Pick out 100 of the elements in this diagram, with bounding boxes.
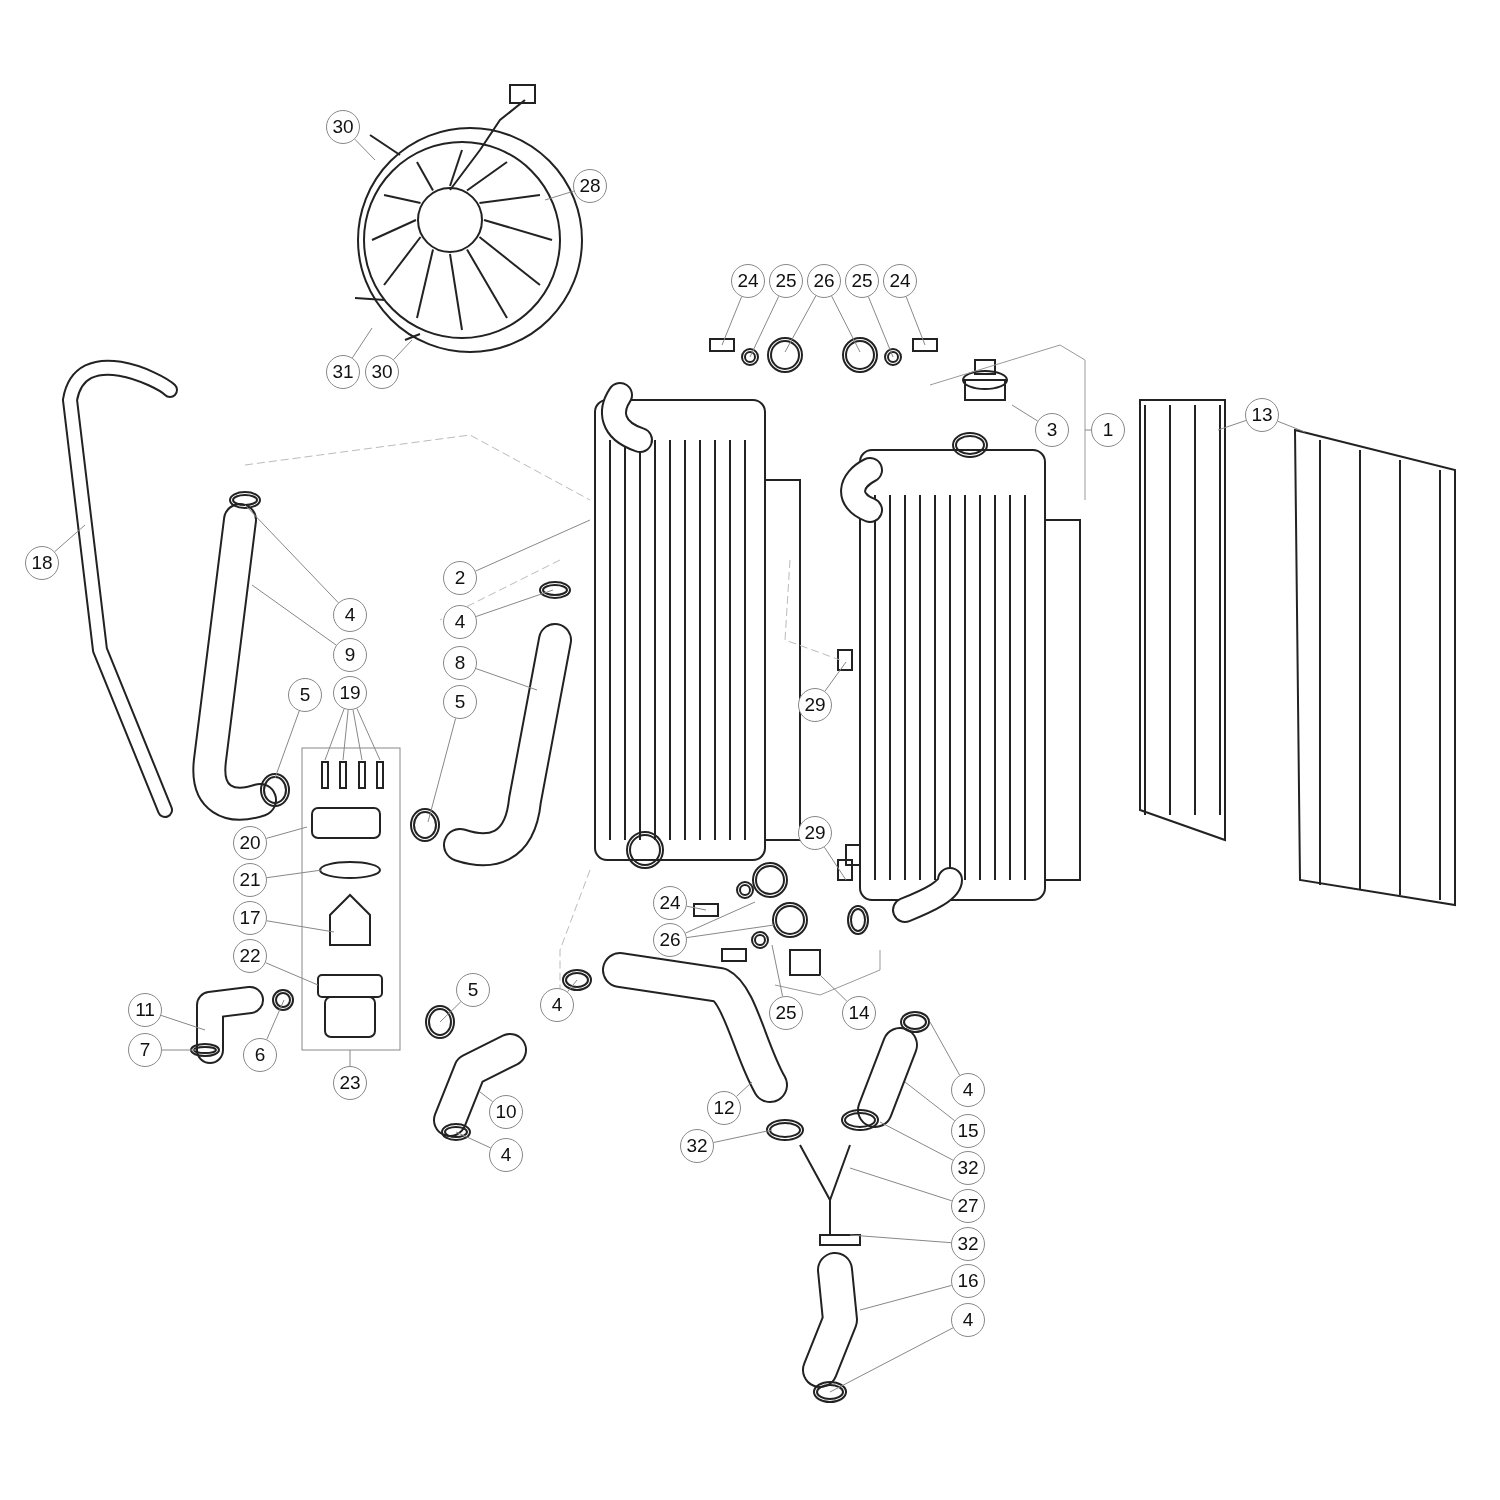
leader-line <box>824 661 847 692</box>
leader-line <box>427 717 457 823</box>
callout-number: 14 <box>842 996 876 1030</box>
leader-line <box>1011 404 1039 422</box>
leader-line <box>905 296 926 346</box>
callout-number: 4 <box>951 1073 985 1107</box>
leader-line <box>266 999 285 1040</box>
leader-line <box>819 974 848 1002</box>
leader-line <box>266 920 335 933</box>
leader-line <box>54 524 86 553</box>
leader-line <box>393 339 413 361</box>
leader-line <box>713 1129 773 1143</box>
leader-line <box>342 709 349 761</box>
leader-line <box>929 1021 961 1076</box>
callout-number: 24 <box>653 886 687 920</box>
callout-number: 15 <box>951 1114 985 1148</box>
leader-line <box>544 190 575 201</box>
leader-line <box>324 708 345 761</box>
leader-line <box>356 708 381 761</box>
callout-number: 20 <box>233 826 267 860</box>
leader-line <box>849 1234 952 1244</box>
leader-line <box>1217 420 1247 431</box>
leader-line <box>455 1131 492 1149</box>
leader-line <box>479 1091 493 1103</box>
leader-line <box>439 1001 462 1023</box>
callout-number: 25 <box>845 264 879 298</box>
leader-line <box>686 924 775 939</box>
callout-number: 6 <box>243 1038 277 1072</box>
leader-line <box>274 710 300 779</box>
callout-number: 26 <box>653 923 687 957</box>
callout-number: 4 <box>333 598 367 632</box>
callout-number: 4 <box>489 1138 523 1172</box>
callout-number: 28 <box>573 169 607 203</box>
callout-number: 13 <box>1245 398 1279 432</box>
leader-line <box>475 519 591 572</box>
callout-number: 12 <box>707 1091 741 1125</box>
leader-line <box>685 901 756 934</box>
callout-number: 7 <box>128 1033 162 1067</box>
leader-line <box>749 295 780 358</box>
callout-number: 4 <box>951 1303 985 1337</box>
callout-number: 31 <box>326 355 360 389</box>
leader-line <box>567 979 578 993</box>
leader-line <box>475 668 538 691</box>
leader-line <box>686 905 707 911</box>
leader-line <box>251 584 337 646</box>
leader-line <box>1277 420 1306 433</box>
callout-number: 5 <box>443 685 477 719</box>
callout-number: 23 <box>333 1066 367 1100</box>
callout-number: 32 <box>680 1129 714 1163</box>
callout-number: 19 <box>333 676 367 710</box>
leader-line <box>784 295 817 353</box>
callout-number: 11 <box>128 993 162 1027</box>
callout-number: 1 <box>1091 413 1125 447</box>
callout-number: 25 <box>769 996 803 1030</box>
callout-number: 8 <box>443 646 477 680</box>
callout-number: 4 <box>443 605 477 639</box>
leader-line <box>771 944 784 997</box>
callout-number: 4 <box>540 988 574 1022</box>
callout-number: 24 <box>731 264 765 298</box>
callout-number: 24 <box>883 264 917 298</box>
callout-number: 5 <box>456 973 490 1007</box>
callout-number: 27 <box>951 1189 985 1223</box>
callout-number: 32 <box>951 1227 985 1261</box>
leader-line <box>475 589 554 617</box>
leader-line <box>161 1049 196 1051</box>
callout-number: 30 <box>365 355 399 389</box>
leader-line <box>829 1327 954 1393</box>
callout-number: 22 <box>233 939 267 973</box>
leader-line <box>265 826 308 839</box>
callout-number: 25 <box>769 264 803 298</box>
callout-number: 30 <box>326 110 360 144</box>
leader-line <box>867 296 894 358</box>
callout-number: 26 <box>807 264 841 298</box>
leader-line <box>1084 429 1092 431</box>
callout-number: 17 <box>233 901 267 935</box>
callout-number: 3 <box>1035 413 1069 447</box>
callout-number: 29 <box>798 688 832 722</box>
leader-line <box>736 1081 753 1097</box>
leader-line <box>849 1167 953 1202</box>
leader-line <box>266 869 323 879</box>
callout-number: 21 <box>233 863 267 897</box>
leader-line <box>354 138 376 161</box>
leader-line <box>859 1284 953 1311</box>
callout-number: 29 <box>798 816 832 850</box>
callout-number: 2 <box>443 561 477 595</box>
leader-line <box>904 1081 956 1122</box>
callout-number: 10 <box>489 1095 523 1129</box>
leader-line <box>352 709 363 761</box>
leader-line <box>721 296 743 346</box>
leader-line <box>244 504 339 604</box>
leader-line <box>879 1121 954 1161</box>
leader-line <box>823 846 847 881</box>
callout-number: 16 <box>951 1264 985 1298</box>
callout-number: 32 <box>951 1151 985 1185</box>
leader-line <box>351 327 373 359</box>
leader-line <box>831 295 861 353</box>
callout-number: 9 <box>333 638 367 672</box>
callout-number: 5 <box>288 678 322 712</box>
leader-line <box>265 962 319 986</box>
leader-line <box>160 1014 206 1031</box>
